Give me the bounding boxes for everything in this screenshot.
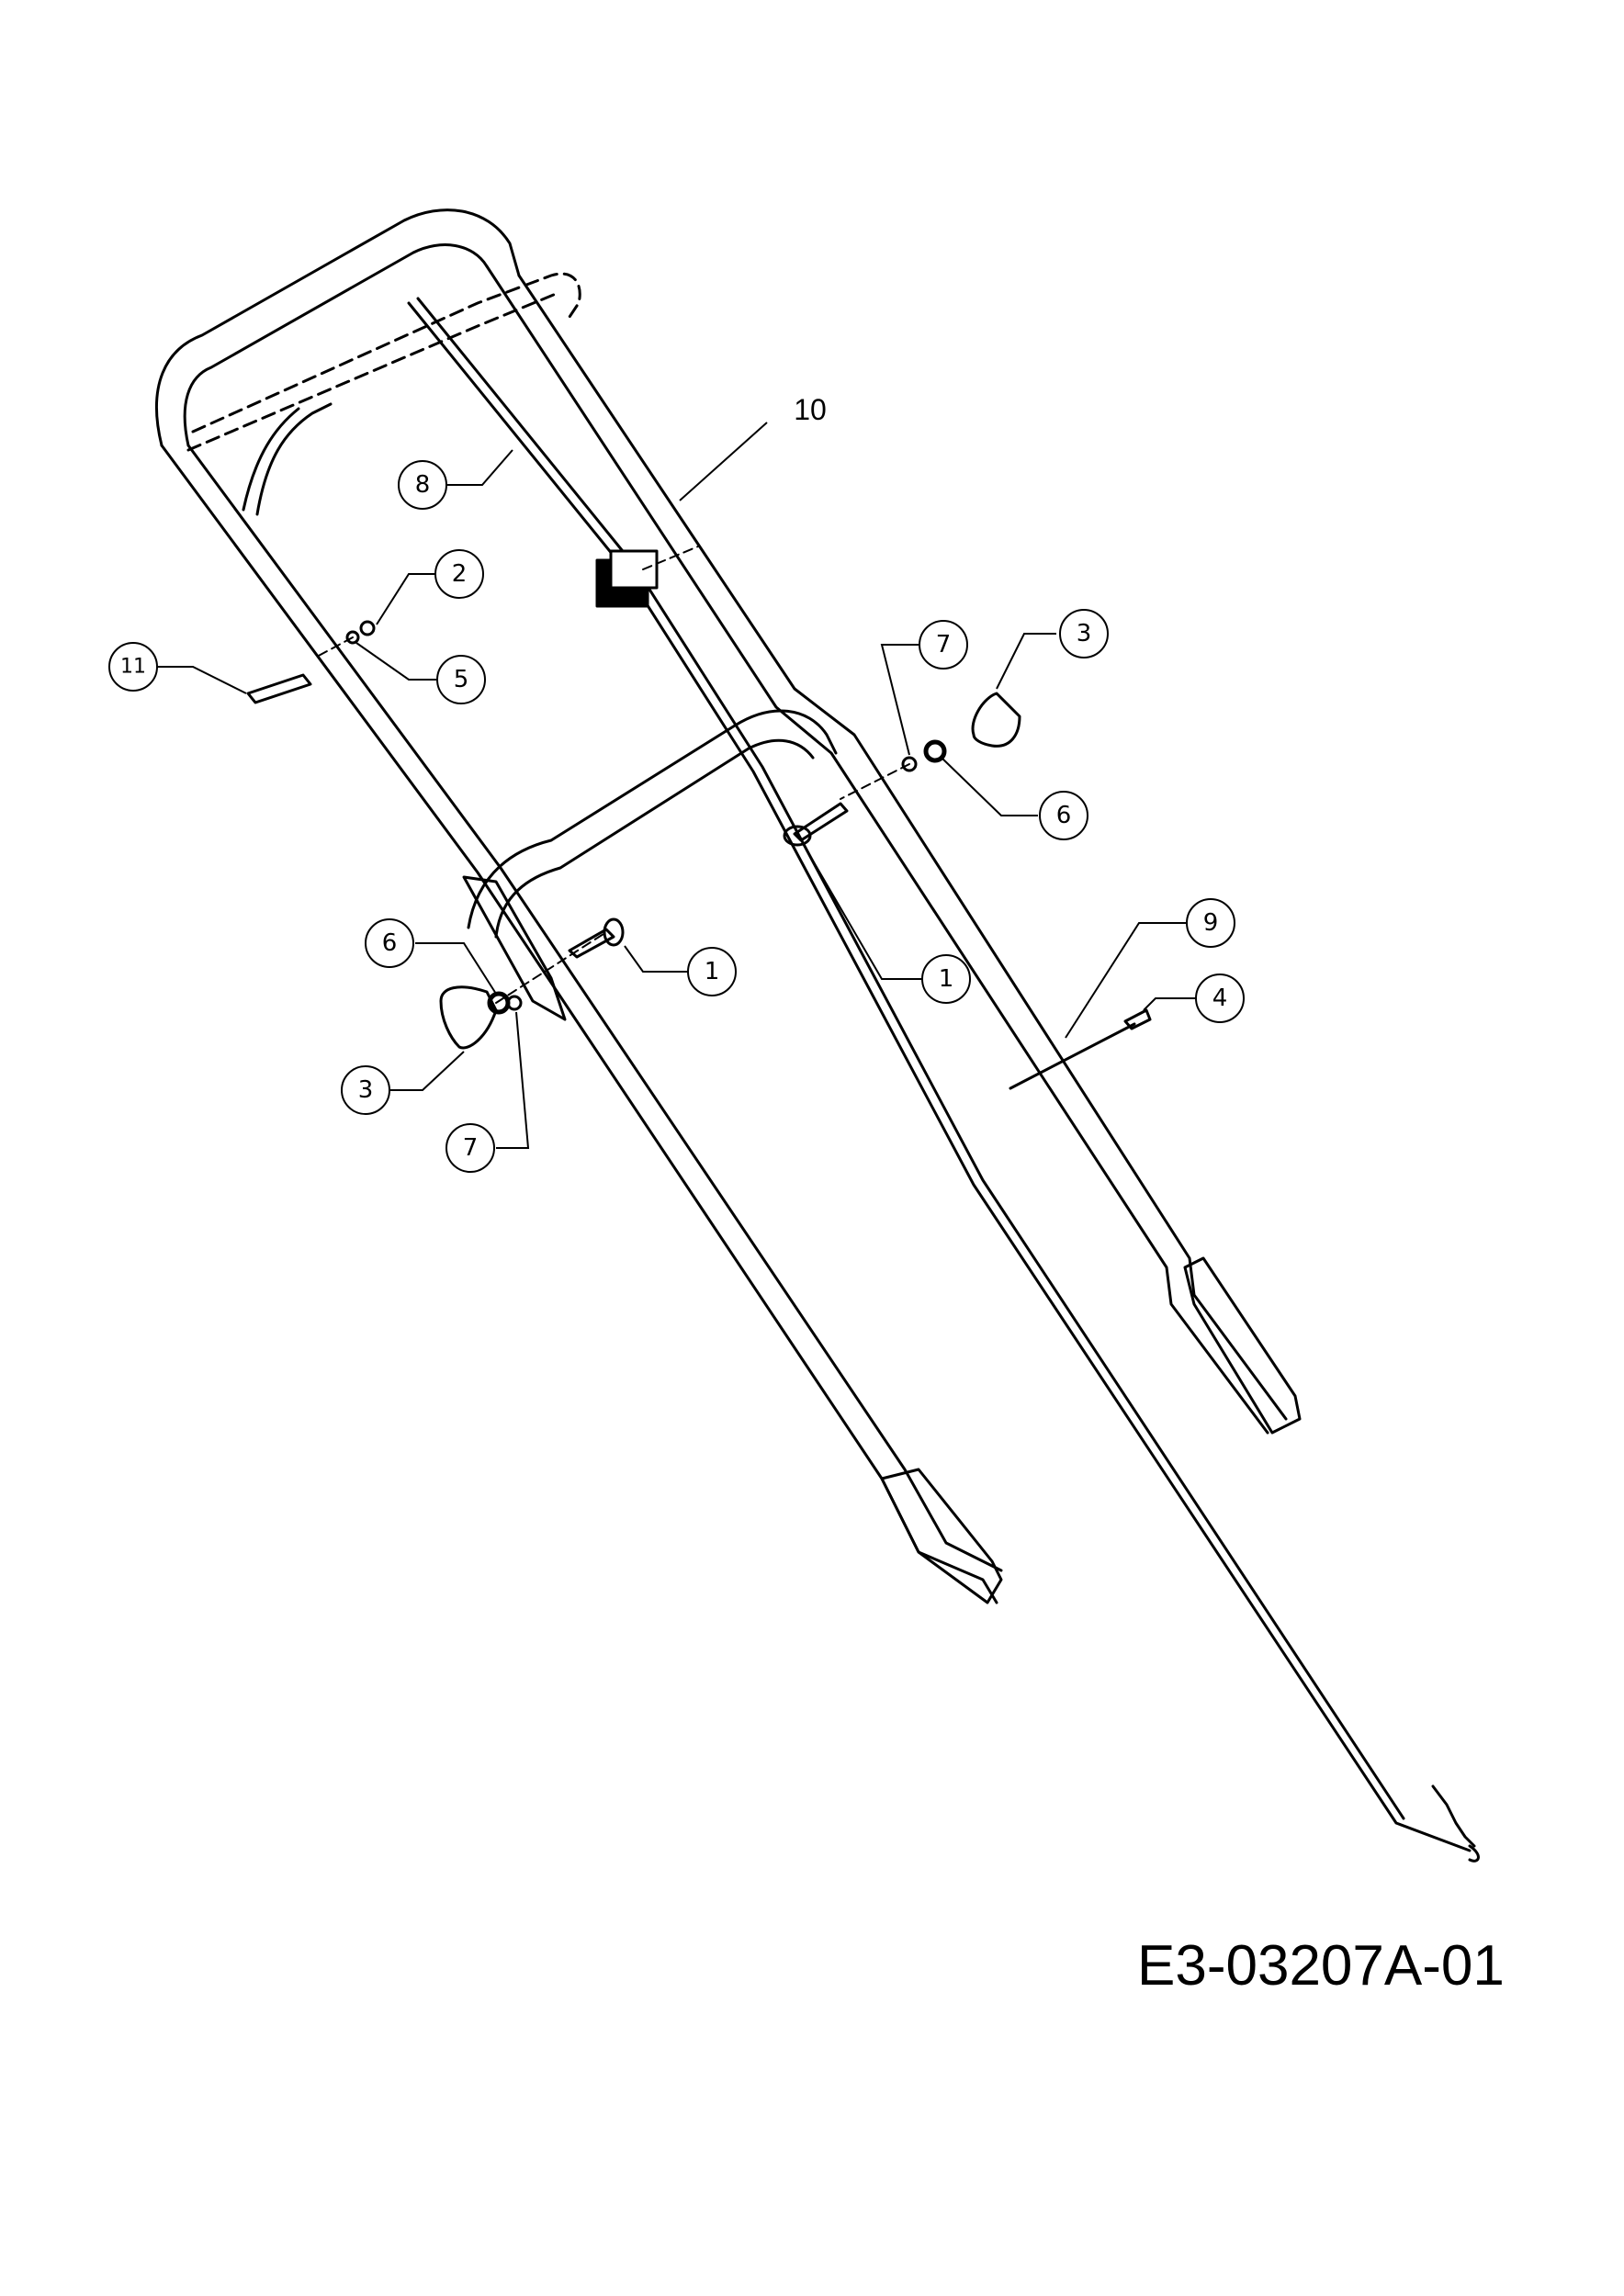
- leader-8: [447, 449, 513, 486]
- upper-handle-top-bar-inner: [183, 243, 489, 447]
- upper-cable-inner: [416, 297, 1405, 1820]
- upper-handle-left-leg-inner: [186, 444, 1003, 1572]
- leader-4: [1143, 997, 1197, 1011]
- lower-handle-left-bracket: [462, 875, 567, 1021]
- callout-3a: 3: [1077, 620, 1092, 647]
- knob-right: [971, 692, 1021, 748]
- callout-3b-circle: [341, 1065, 390, 1115]
- callout-10: 10: [794, 393, 827, 426]
- callout-6a-circle: [1039, 791, 1088, 840]
- knob-left: [439, 985, 498, 1050]
- upper-handle-right-leg-inner: [485, 264, 1269, 1435]
- assembly-line-left: [495, 931, 607, 1004]
- washer-small: [345, 630, 360, 645]
- leader-10: [679, 422, 768, 501]
- bolt-left: [568, 928, 615, 959]
- upper-handle-right-leg-outer: [517, 274, 1288, 1421]
- cable-clamp: [246, 673, 312, 704]
- callout-2-circle: [434, 549, 484, 599]
- leader-5: [355, 642, 436, 681]
- cable-spring-end: [1431, 1784, 1480, 1863]
- callout-4-circle: [1195, 974, 1245, 1023]
- callout-7a: 7: [936, 631, 952, 658]
- callout-6a: 6: [1056, 802, 1072, 829]
- callout-1b-circle: [921, 954, 971, 1004]
- upper-handle-top-bar: [154, 208, 521, 447]
- leader-3a: [996, 633, 1056, 690]
- control-bail-arm: [255, 402, 333, 516]
- leader-6a: [941, 757, 1038, 816]
- cable-tie: [1009, 1022, 1136, 1090]
- callout-8-circle: [398, 460, 447, 510]
- control-bail-dashed: [191, 272, 581, 433]
- leader-9: [1065, 922, 1187, 1039]
- right-leg-end-plate: [1183, 1256, 1302, 1435]
- callout-3b: 3: [358, 1076, 374, 1104]
- cable-clip-outline: [609, 549, 659, 590]
- callout-7a-circle: [919, 620, 968, 670]
- leader-3b: [390, 1051, 465, 1091]
- nut-right: [923, 739, 947, 763]
- bolt-right: [793, 802, 849, 842]
- washer-right: [901, 756, 918, 772]
- bolt-left-head: [603, 917, 625, 947]
- callout-4: 4: [1212, 985, 1228, 1012]
- leader-11: [156, 666, 247, 694]
- control-bail-arm-inner: [242, 407, 300, 512]
- assembly-line-clip: [642, 546, 699, 570]
- callout-7b-circle: [445, 1123, 495, 1173]
- upper-handle-left-leg-outer: [160, 444, 998, 1604]
- leader-6b: [415, 942, 497, 995]
- leader-1b: [803, 844, 923, 980]
- control-bail-dashed-inner: [186, 292, 558, 452]
- callout-6b-circle: [365, 918, 414, 968]
- callout-2: 2: [452, 560, 468, 588]
- drawing-number: E3-03207A-01: [1137, 1934, 1505, 1998]
- callout-9-circle: [1186, 898, 1235, 948]
- callout-1a-circle: [687, 947, 737, 996]
- callout-9: 9: [1203, 909, 1219, 937]
- nut-left: [487, 991, 511, 1015]
- upper-cable: [407, 301, 1472, 1852]
- leader-7a: [880, 644, 919, 756]
- callout-1b: 1: [939, 965, 954, 993]
- callout-5: 5: [454, 666, 469, 693]
- lower-handle-bar-inner: [494, 738, 815, 939]
- callout-8: 8: [415, 471, 431, 499]
- leader-2: [376, 573, 435, 625]
- leader-7b: [496, 1011, 530, 1149]
- callout-5-circle: [436, 655, 486, 704]
- bolt-right-head: [783, 825, 812, 847]
- assembly-line-right: [840, 763, 910, 800]
- callout-11-circle: [108, 642, 158, 692]
- callout-6b: 6: [382, 929, 398, 957]
- callout-3a-circle: [1059, 609, 1109, 658]
- callout-1a: 1: [705, 958, 720, 985]
- leader-1a: [624, 945, 691, 973]
- left-leg-end-plate: [880, 1468, 1003, 1604]
- cable-tie-head: [1123, 1008, 1152, 1030]
- callout-7b: 7: [463, 1134, 479, 1162]
- nut-small: [359, 620, 376, 636]
- assembly-line-top: [316, 636, 354, 658]
- lower-handle-bar-outer: [467, 709, 838, 929]
- callout-11: 11: [120, 656, 146, 679]
